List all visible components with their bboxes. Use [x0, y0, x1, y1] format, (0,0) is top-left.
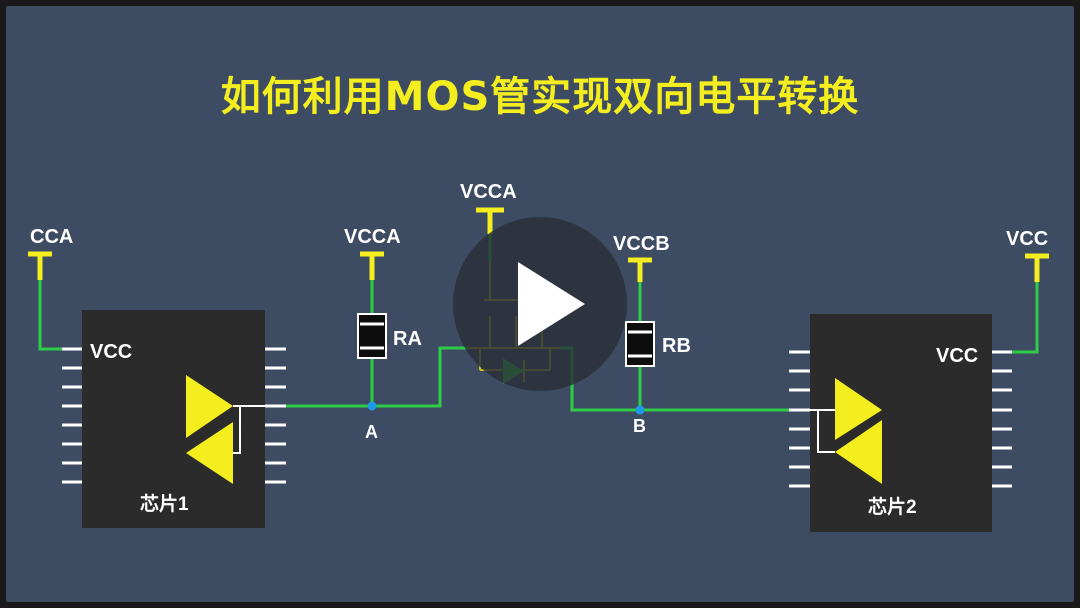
chip2-left-pins	[789, 350, 810, 488]
resistor-ra	[357, 313, 387, 359]
chip1-vcc-wire	[38, 280, 82, 351]
supply-right-icon	[1025, 253, 1049, 282]
chip2: VCC 芯片2	[789, 314, 1012, 532]
node-b-label: B	[633, 416, 646, 436]
chip1-vcc-label: VCC	[90, 341, 132, 363]
resistor-rb-label: RB	[662, 335, 691, 357]
line-a-wire	[286, 346, 470, 408]
chip2-buffer-out-icon	[835, 420, 882, 484]
supply-gate-label: VCCA	[460, 181, 517, 203]
supply-left-label: CCA	[30, 226, 73, 248]
page-title: 如何利用MOS管实现双向电平转换	[220, 74, 860, 120]
node-b-dot	[635, 405, 645, 415]
node-a-label: A	[365, 422, 378, 442]
chip1-buffer-in-icon	[186, 422, 233, 484]
chip2-vcc-label: VCC	[936, 345, 978, 367]
chip1: VCC 芯片1	[62, 310, 286, 528]
supply-left-icon	[28, 251, 52, 280]
chip2-buffer-in-icon	[835, 378, 882, 440]
play-button[interactable]	[453, 217, 627, 391]
chip2-right-pins	[992, 350, 1012, 488]
resistor-ra-label: RA	[393, 328, 422, 350]
supply-right-label: VCC	[1006, 228, 1048, 250]
supply-symbols	[28, 207, 1049, 282]
supply-ra-label: VCCA	[344, 226, 401, 248]
chip1-buffer-out-icon	[186, 375, 233, 438]
play-icon[interactable]	[518, 262, 585, 346]
chip2-vcc-wire	[992, 280, 1039, 354]
chip1-right-pins	[265, 347, 286, 484]
chip1-body	[82, 310, 265, 528]
supply-gate-icon	[476, 207, 504, 234]
resistor-rb	[625, 321, 655, 367]
supply-ra-icon	[360, 251, 384, 280]
node-a-dot	[367, 401, 377, 411]
supply-rb-label: VCCB	[613, 233, 670, 255]
chip1-left-pins	[62, 347, 82, 484]
chip1-name: 芯片1	[140, 492, 189, 515]
supply-rb-icon	[628, 257, 652, 282]
chip2-name: 芯片2	[868, 495, 917, 518]
